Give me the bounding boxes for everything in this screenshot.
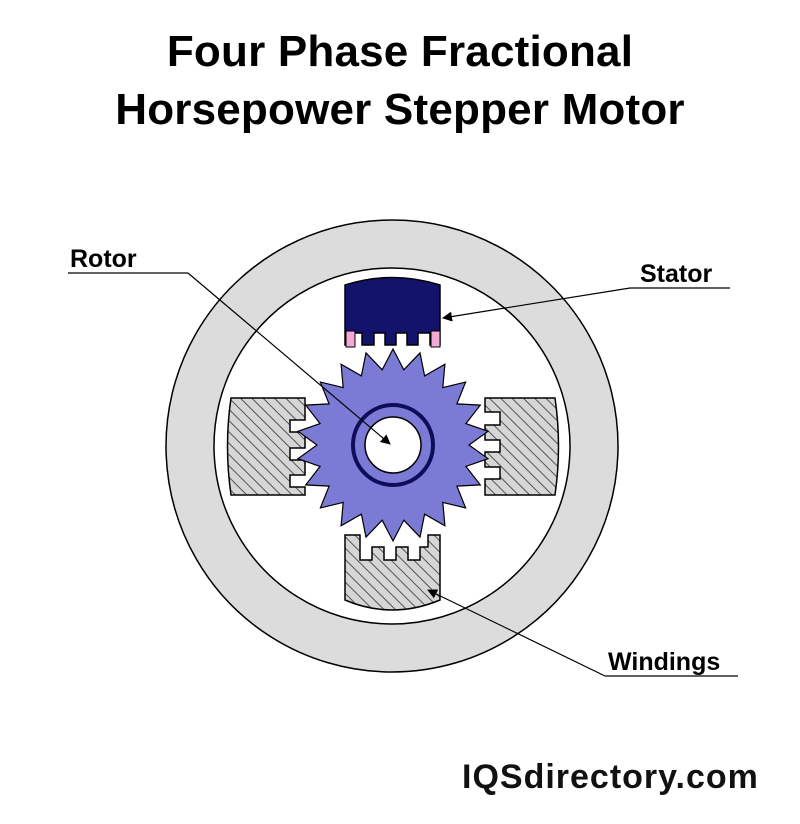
top-pole-energized bbox=[344, 276, 441, 348]
bottom-pole bbox=[344, 534, 441, 611]
stator-label: Stator bbox=[640, 260, 713, 288]
left-pole bbox=[226, 397, 306, 496]
windings-callout: Windings bbox=[427, 589, 738, 677]
windings-leader-arrow bbox=[427, 589, 606, 677]
pink-tab-left bbox=[345, 330, 356, 348]
rotor-leader-arrow bbox=[187, 272, 391, 445]
watermark: IQSdirectory.com bbox=[462, 758, 759, 796]
pink-tab-right bbox=[430, 330, 441, 348]
stator-leader-arrow bbox=[442, 287, 631, 322]
diagram-title-line-2: Horsepower Stepper Motor bbox=[115, 85, 685, 134]
rotor-callout: Rotor bbox=[68, 245, 391, 445]
stator-ring bbox=[165, 219, 619, 673]
rotor-shaft-hole bbox=[364, 416, 422, 474]
right-pole bbox=[484, 397, 560, 496]
rotor-label: Rotor bbox=[70, 245, 137, 273]
stator-callout: Stator bbox=[442, 260, 730, 322]
diagram-title-line-1: Four Phase Fractional bbox=[166, 27, 634, 76]
windings-label: Windings bbox=[608, 648, 720, 676]
